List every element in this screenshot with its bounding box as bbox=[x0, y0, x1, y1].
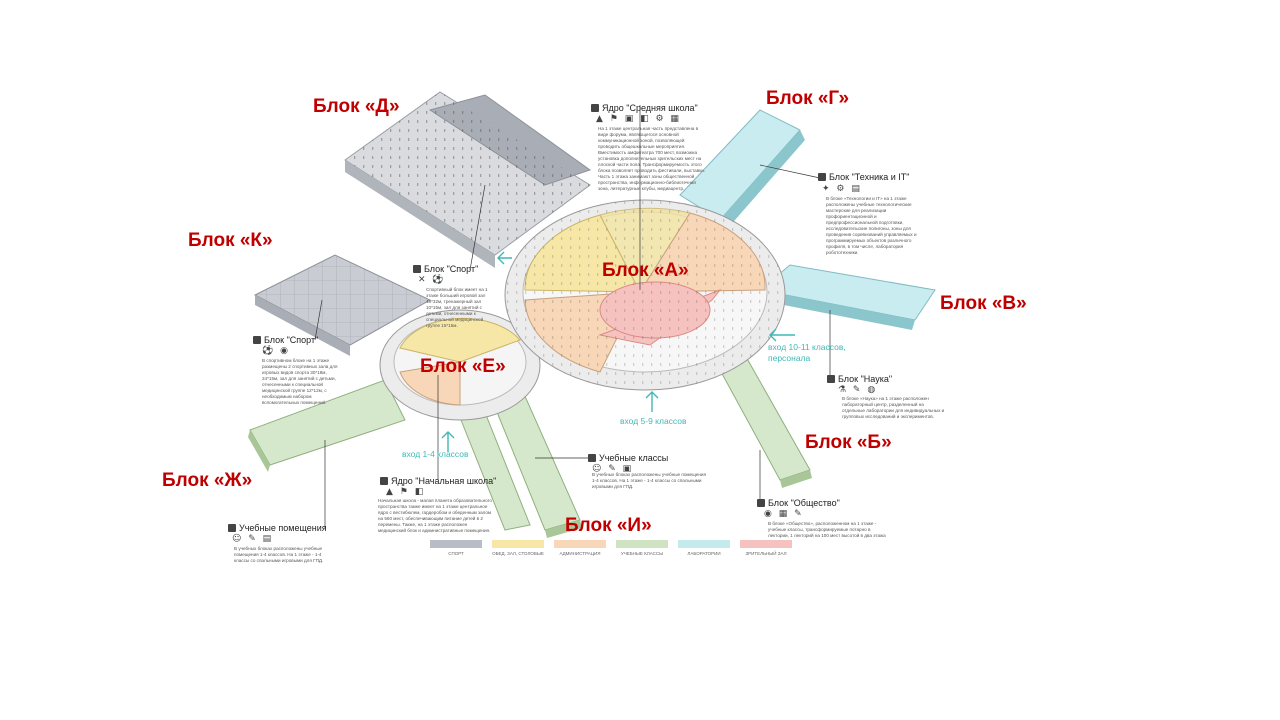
graduation-icon bbox=[588, 454, 596, 462]
caption-science: Блок "Наука" bbox=[827, 374, 892, 384]
graduation-icon bbox=[757, 499, 765, 507]
label-block-v: Блок «В» bbox=[940, 293, 1027, 314]
legend-item: СПОРТ bbox=[430, 540, 482, 556]
legend-swatch bbox=[492, 540, 544, 548]
label-block-i: Блок «И» bbox=[565, 515, 652, 536]
legend-item: ЗРИТЕЛЬНЫЙ ЗАЛ bbox=[740, 540, 792, 556]
label-block-g: Блок «Г» bbox=[766, 88, 850, 109]
sport-left-icons: ⚽ ◉ bbox=[262, 346, 290, 356]
caption-core-primary: Ядро "Начальная школа" bbox=[380, 476, 496, 486]
block-k-building bbox=[253, 254, 432, 356]
label-block-zh: Блок «Ж» bbox=[162, 470, 253, 491]
caption-classes: Учебные классы bbox=[588, 453, 668, 463]
legend-swatch bbox=[554, 540, 606, 548]
desc-science: В блоке «Наука» на 1 этаже расположен ла… bbox=[842, 396, 945, 419]
graduation-icon bbox=[228, 524, 236, 532]
entrance-middle-label: вход 5-9 классов bbox=[620, 416, 687, 426]
core-primary-icons: ▲ ⚑ ◧ bbox=[386, 487, 426, 497]
desc-core-middle: На 1 этаже центральная часть представлен… bbox=[598, 126, 705, 191]
label-block-b: Блок «Б» bbox=[805, 432, 892, 453]
legend-item: УЧЕБНЫЕ КЛАССЫ bbox=[616, 540, 668, 556]
block-d-building bbox=[344, 91, 592, 268]
desc-rooms: В учебных блоках расположены учебные пом… bbox=[234, 546, 324, 563]
desc-classes: В учебных блоках расположены учебные пом… bbox=[592, 472, 706, 489]
tech-it-icons: ✦ ⚙ ▤ bbox=[822, 184, 862, 194]
block-a-core bbox=[504, 199, 786, 391]
block-b-wing bbox=[719, 354, 812, 488]
caption-rooms: Учебные помещения bbox=[228, 523, 327, 533]
graduation-icon bbox=[380, 477, 388, 485]
graduation-icon bbox=[413, 265, 421, 273]
label-block-a: Блок «А» bbox=[602, 260, 689, 281]
leader-lines bbox=[314, 105, 831, 528]
legend-item: ЛАБОРАТОРИИ bbox=[678, 540, 730, 556]
caption-society: Блок "Общество" bbox=[757, 498, 840, 508]
entrance-primary-label: вход 1-4 классов bbox=[402, 449, 469, 459]
caption-core-middle: Ядро "Средняя школа" bbox=[591, 103, 698, 113]
caption-tech-it: Блок "Техника и IT" bbox=[818, 172, 909, 182]
desc-sport-left: В спортивном блоке на 1 этаже размещены … bbox=[262, 358, 338, 405]
label-block-e: Блок «Е» bbox=[420, 356, 506, 377]
desc-tech-it: В блоке «Технологии и IT» на 1 этаже рас… bbox=[826, 196, 917, 255]
legend-item: ОБЕД. ЗАЛ, СТОЛОВЫЕ bbox=[492, 540, 544, 556]
graduation-icon bbox=[818, 173, 826, 181]
sport-upper-icons: ✕ ⚽ bbox=[418, 275, 446, 285]
legend-swatch bbox=[616, 540, 668, 548]
desc-sport-upper: Спортивный блок имеет на 1 этаже больший… bbox=[426, 287, 488, 328]
graduation-icon bbox=[591, 104, 599, 112]
rooms-icons: ☺ ✎ ▤ bbox=[232, 534, 274, 544]
entrance-senior-label: вход 10-11 классов, персонала bbox=[768, 342, 846, 363]
caption-sport-left: Блок "Спорт" bbox=[253, 335, 318, 345]
block-zh-wing bbox=[248, 379, 406, 472]
society-icons: ◉ ▦ ✎ bbox=[764, 509, 804, 519]
desc-society: В блоке «Общество», расположенном на 1 э… bbox=[768, 521, 886, 538]
desc-core-primary: Начальная школа - малая планета образова… bbox=[378, 498, 492, 533]
science-icons: ⚗ ✎ ◍ bbox=[838, 385, 878, 395]
legend-item: АДМИНИСТРАЦИЯ bbox=[554, 540, 606, 556]
label-block-d: Блок «Д» bbox=[313, 96, 400, 117]
block-e-core bbox=[379, 309, 541, 421]
legend-swatch bbox=[678, 540, 730, 548]
entrance-arrows bbox=[441, 251, 795, 452]
classes-icons: ☺ ✎ ▣ bbox=[592, 464, 634, 474]
label-block-k: Блок «К» bbox=[188, 230, 273, 251]
legend-swatch bbox=[740, 540, 792, 548]
core-middle-icons: ▲ ⚑ ▣ ◧ ⚙ ▦ bbox=[596, 114, 681, 124]
graduation-icon bbox=[827, 375, 835, 383]
caption-sport-upper: Блок "Спорт" bbox=[413, 264, 478, 274]
graduation-icon bbox=[253, 336, 261, 344]
legend-swatch bbox=[430, 540, 482, 548]
